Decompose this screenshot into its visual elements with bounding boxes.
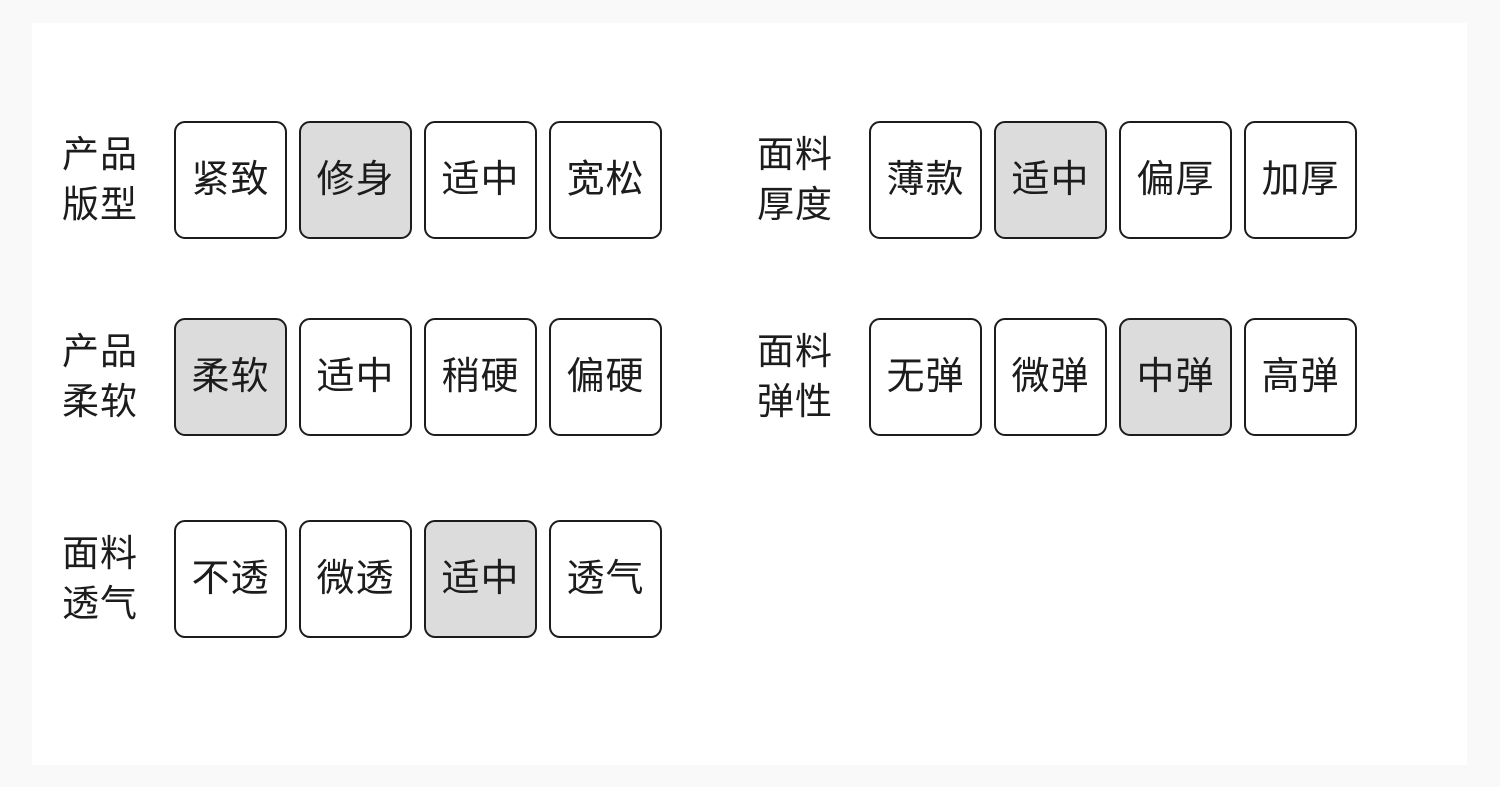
attribute-option-list: 不透微透适中透气 xyxy=(174,520,662,638)
option-chip-偏厚[interactable]: 偏厚 xyxy=(1119,121,1232,239)
attribute-option-list: 紧致修身适中宽松 xyxy=(174,121,662,239)
attribute-group-面料透气: 面料 透气不透微透适中透气 xyxy=(62,520,662,638)
option-chip-薄款[interactable]: 薄款 xyxy=(869,121,982,239)
attribute-group-产品柔软: 产品 柔软柔软适中稍硬偏硬 xyxy=(62,318,662,436)
option-chip-中弹[interactable]: 中弹 xyxy=(1119,318,1232,436)
attribute-option-list: 柔软适中稍硬偏硬 xyxy=(174,318,662,436)
attribute-columns: 产品 版型紧致修身适中宽松产品 柔软柔软适中稍硬偏硬面料 透气不透微透适中透气 … xyxy=(32,23,1467,765)
attribute-option-list: 薄款适中偏厚加厚 xyxy=(869,121,1357,239)
attribute-group-面料厚度: 面料 厚度薄款适中偏厚加厚 xyxy=(757,121,1357,239)
option-chip-适中[interactable]: 适中 xyxy=(424,520,537,638)
attribute-group-label: 面料 弹性 xyxy=(757,331,833,422)
attribute-group-label: 面料 厚度 xyxy=(757,134,833,225)
option-chip-高弹[interactable]: 高弹 xyxy=(1244,318,1357,436)
attribute-column-right: 面料 厚度薄款适中偏厚加厚面料 弹性无弹微弹中弹高弹 xyxy=(757,23,1457,765)
option-chip-微弹[interactable]: 微弹 xyxy=(994,318,1107,436)
option-chip-适中[interactable]: 适中 xyxy=(299,318,412,436)
option-chip-稍硬[interactable]: 稍硬 xyxy=(424,318,537,436)
option-chip-宽松[interactable]: 宽松 xyxy=(549,121,662,239)
option-chip-适中[interactable]: 适中 xyxy=(424,121,537,239)
option-chip-微透[interactable]: 微透 xyxy=(299,520,412,638)
option-chip-不透[interactable]: 不透 xyxy=(174,520,287,638)
option-chip-紧致[interactable]: 紧致 xyxy=(174,121,287,239)
option-chip-无弹[interactable]: 无弹 xyxy=(869,318,982,436)
attribute-group-产品版型: 产品 版型紧致修身适中宽松 xyxy=(62,121,662,239)
attribute-option-list: 无弹微弹中弹高弹 xyxy=(869,318,1357,436)
option-chip-加厚[interactable]: 加厚 xyxy=(1244,121,1357,239)
attribute-column-left: 产品 版型紧致修身适中宽松产品 柔软柔软适中稍硬偏硬面料 透气不透微透适中透气 xyxy=(62,23,762,765)
attribute-group-label: 产品 版型 xyxy=(62,134,138,225)
attribute-group-面料弹性: 面料 弹性无弹微弹中弹高弹 xyxy=(757,318,1357,436)
option-chip-柔软[interactable]: 柔软 xyxy=(174,318,287,436)
option-chip-修身[interactable]: 修身 xyxy=(299,121,412,239)
attribute-group-label: 产品 柔软 xyxy=(62,331,138,422)
option-chip-透气[interactable]: 透气 xyxy=(549,520,662,638)
attribute-panel: 产品 版型紧致修身适中宽松产品 柔软柔软适中稍硬偏硬面料 透气不透微透适中透气 … xyxy=(32,23,1467,765)
attribute-group-label: 面料 透气 xyxy=(62,533,138,624)
option-chip-偏硬[interactable]: 偏硬 xyxy=(549,318,662,436)
option-chip-适中[interactable]: 适中 xyxy=(994,121,1107,239)
